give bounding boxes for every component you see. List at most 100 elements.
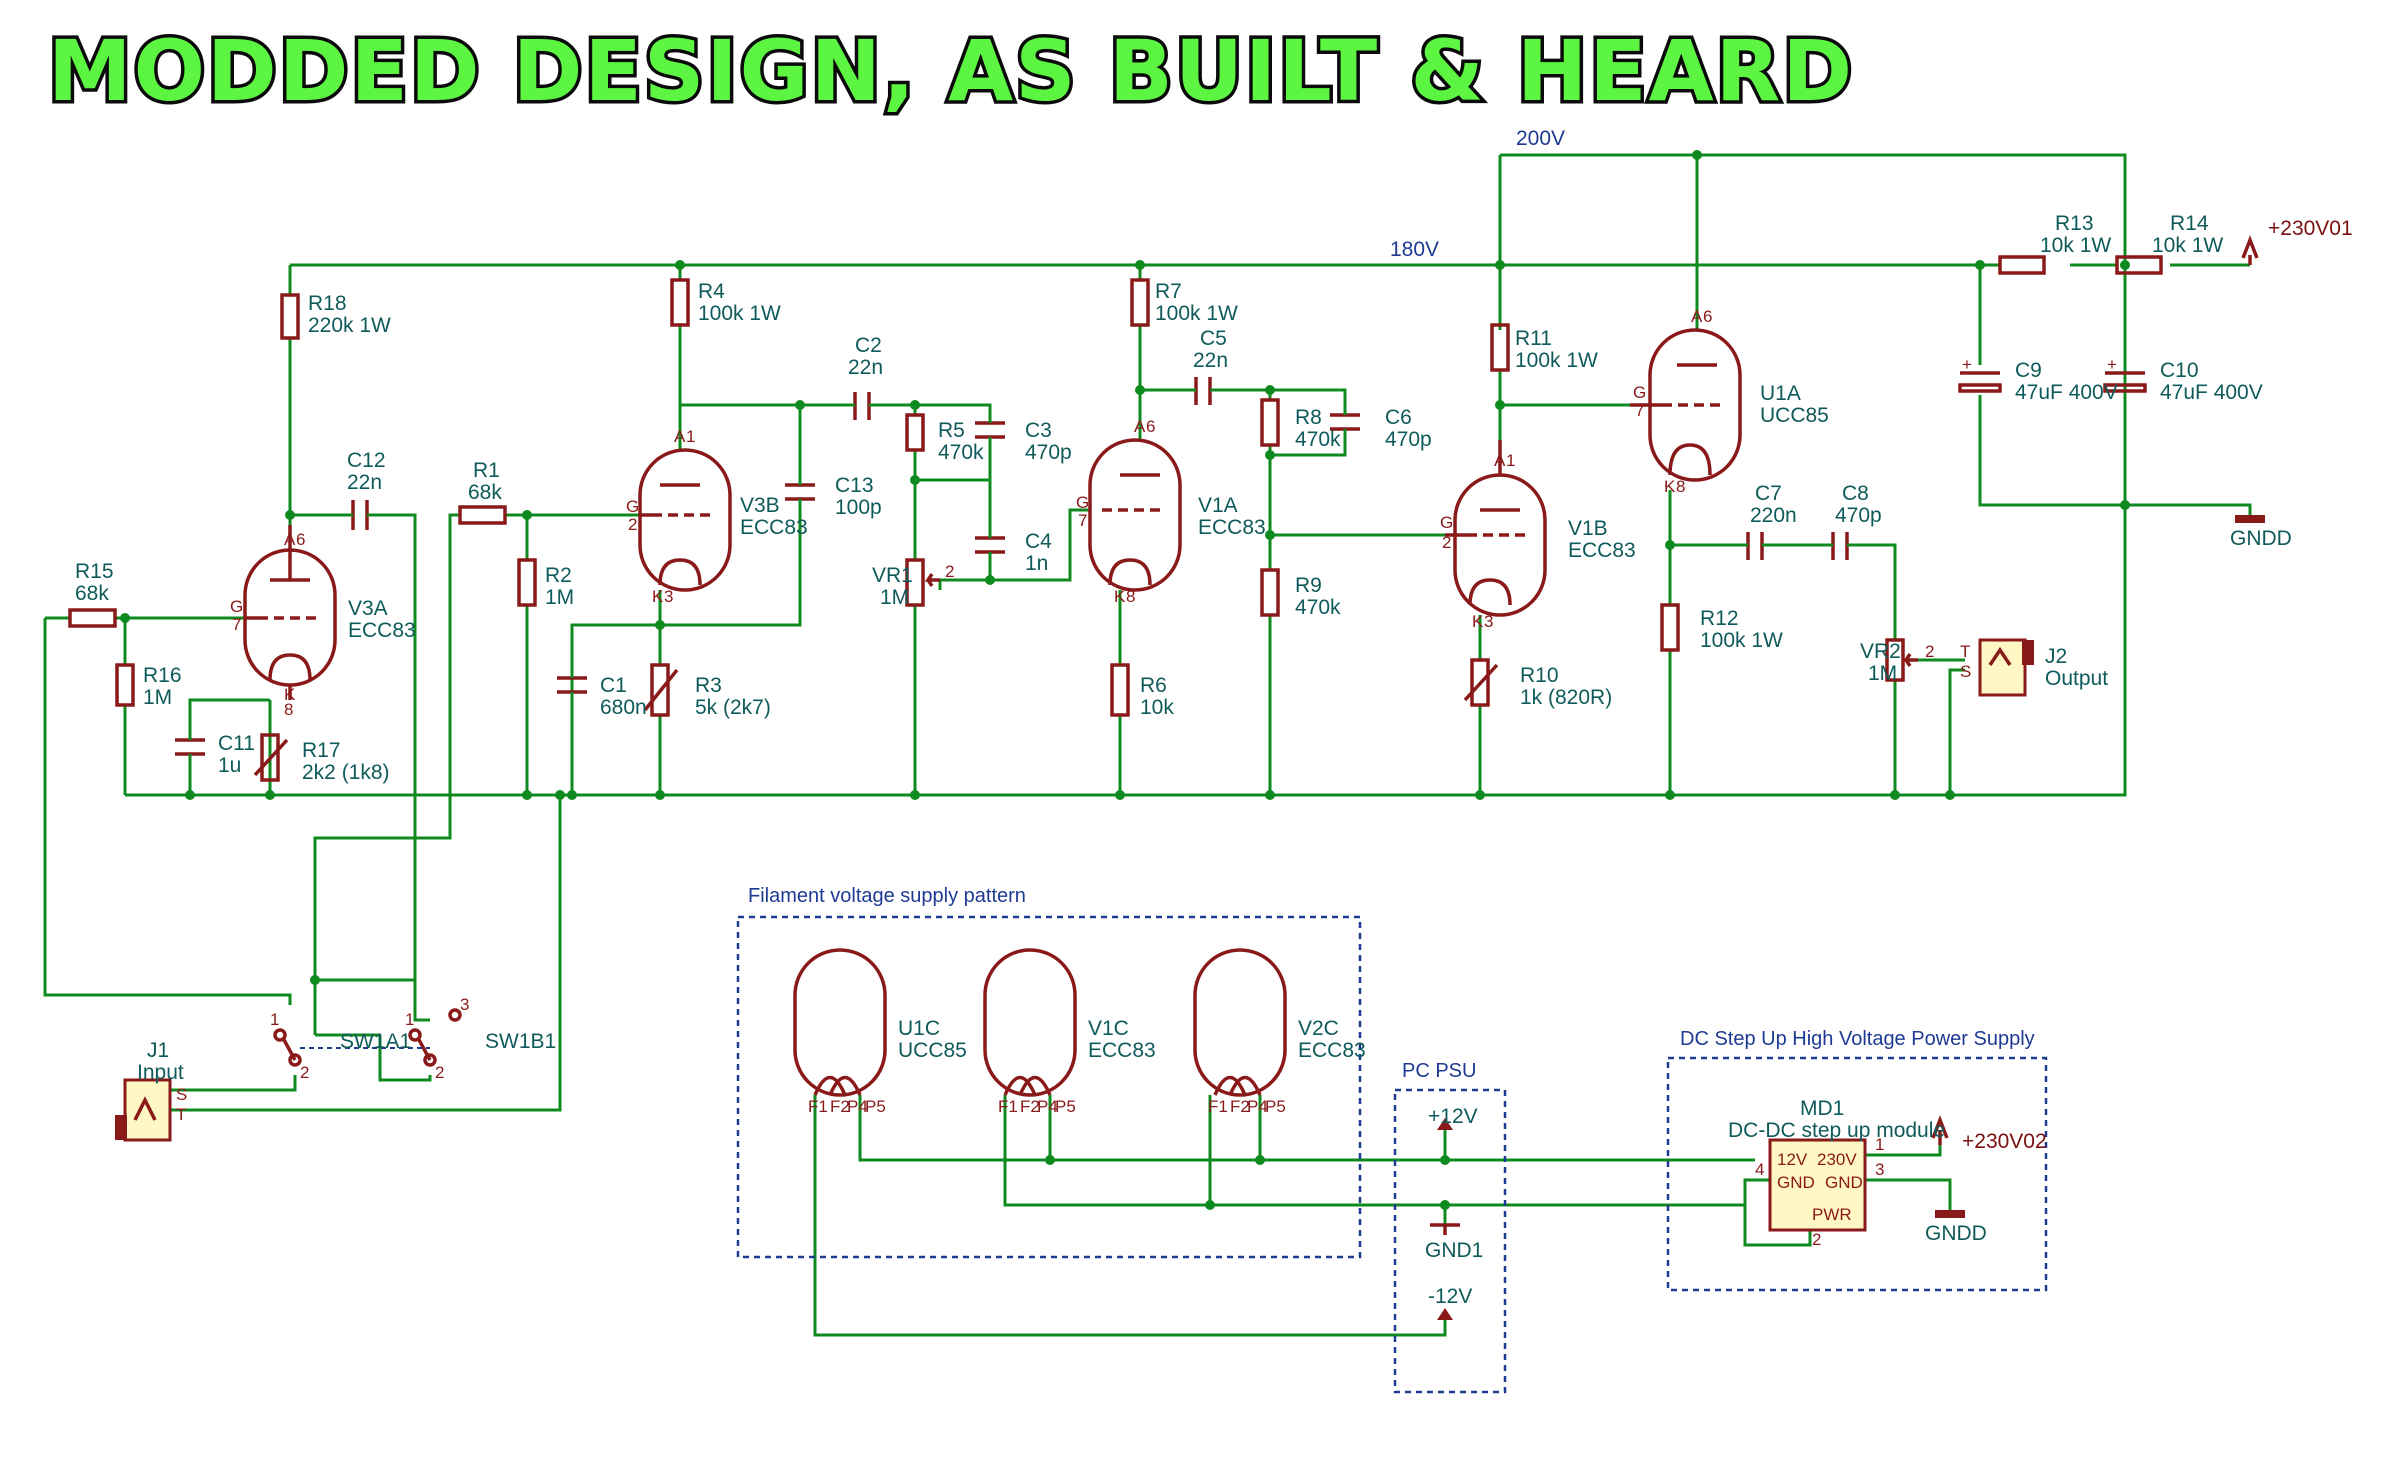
label-pins-n8: 8 — [1676, 477, 1685, 496]
label-pins-n2: 2 — [1812, 1230, 1821, 1249]
label-pins-v12: 12V — [1777, 1150, 1808, 1169]
potentiometer-VR2 — [1885, 638, 1905, 682]
label-pins-n2: 2 — [1442, 533, 1451, 552]
label-pins-n1: 1 — [686, 427, 695, 446]
label-tubes-V1B-1: ECC83 — [1568, 539, 1636, 562]
label-components-C10-1: 47uF 400V — [2160, 381, 2263, 404]
label-components-C11-1: 1u — [218, 754, 241, 777]
label-components-C2-1: 22n — [848, 356, 883, 379]
label-pins-A: A — [284, 530, 296, 549]
label-components-R1-0: R1 — [473, 459, 500, 482]
label-pins-G: G — [230, 597, 243, 616]
label-components-VR1-1: 1M — [880, 586, 909, 609]
tube-V3B — [638, 448, 732, 592]
label-boxes-filament: Filament voltage supply pattern — [748, 885, 1026, 907]
label-tubes-V3B-1: ECC83 — [740, 516, 808, 539]
tube-V1C — [983, 948, 1077, 1097]
label-pins-S: S — [176, 1085, 187, 1104]
label-components-C13-0: C13 — [835, 474, 874, 497]
label-components-R12-0: R12 — [1700, 607, 1739, 630]
label-components-R14-0: R14 — [2170, 212, 2209, 235]
label-components-R7-1: 100k 1W — [1155, 302, 1238, 325]
capacitor-C12 — [345, 500, 380, 530]
label-pins-A: A — [1134, 417, 1146, 436]
label-pins-P4: P4 — [847, 1097, 868, 1116]
label-components-C8-0: C8 — [1842, 482, 1869, 505]
label-power-m12: -12V — [1428, 1285, 1472, 1308]
resistor-R10 — [1470, 658, 1490, 707]
label-components-R18-1: 220k 1W — [308, 314, 391, 337]
label-components-R7-0: R7 — [1155, 280, 1182, 303]
label-components-R16-0: R16 — [143, 664, 182, 687]
label-components-R17-1: 2k2 (1k8) — [302, 761, 390, 784]
label-components-C10-0: C10 — [2160, 359, 2199, 382]
label-components-R5-0: R5 — [938, 419, 965, 442]
resistors — [68, 255, 2163, 782]
capacitor-C13 — [785, 480, 815, 505]
label-pins-K: K — [284, 685, 296, 704]
label-components-C7-0: C7 — [1755, 482, 1782, 505]
label-components-R17-0: R17 — [302, 739, 341, 762]
label-components-C6-1: 470p — [1385, 428, 1432, 451]
label-pins-F2: F2 — [1230, 1097, 1250, 1116]
label-components-MD1-0: MD1 — [1800, 1097, 1844, 1120]
label-components-C12-0: C12 — [347, 449, 386, 472]
label-pins-G: G — [1440, 513, 1453, 532]
label-pins-n2: 2 — [1925, 642, 1934, 661]
labels: 200V 180V +230V01 +230V02 GNDD GNDD +12V… — [75, 127, 2353, 1308]
label-pins-T: T — [1960, 642, 1970, 661]
label-power-gnd1: GND1 — [1425, 1239, 1483, 1262]
label-components-R6-0: R6 — [1140, 674, 1167, 697]
label-nets-n200: 200V — [1516, 127, 1565, 150]
label-tubes-V1A-0: V1A — [1198, 494, 1238, 517]
label-tubes-U1A-1: UCC85 — [1760, 404, 1829, 427]
label-pins-n1: 1 — [1506, 451, 1515, 470]
label-boxes-pcpsu: PC PSU — [1402, 1060, 1476, 1082]
label-tubes-V1A-1: ECC83 — [1198, 516, 1266, 539]
label-pins-A: A — [1691, 307, 1703, 326]
label-components-R8-1: 470k — [1295, 428, 1341, 451]
label-tubes-V3A-1: ECC83 — [348, 619, 416, 642]
label-pins-n8: 8 — [284, 700, 293, 719]
resistor-R4 — [670, 278, 690, 327]
label-pins-n3: 3 — [664, 587, 673, 606]
label-pins-G: G — [1076, 493, 1089, 512]
label-pins-n3: 3 — [1875, 1160, 1884, 1179]
wires — [43, 153, 2252, 1337]
label-pins-n2: 2 — [300, 1063, 309, 1082]
module-MD1 — [1768, 1138, 1867, 1232]
label-pins-n3: 3 — [460, 995, 469, 1014]
label-pins-n7: 7 — [232, 615, 241, 634]
label-components-R6-1: 10k — [1140, 696, 1174, 719]
label-components-C12-1: 22n — [347, 471, 382, 494]
capacitor-C2 — [845, 392, 880, 420]
label-pins-K: K — [652, 587, 664, 606]
label-components-J2-0: J2 — [2045, 645, 2067, 668]
tubes — [243, 328, 1742, 1097]
capacitors: + + — [175, 355, 2147, 760]
label-pins-P5: P5 — [1265, 1097, 1286, 1116]
label-nets-n180: 180V — [1390, 238, 1439, 261]
tube-V1A — [1088, 438, 1182, 592]
label-pins-n6: 6 — [1146, 417, 1155, 436]
jack-J1 — [115, 1078, 172, 1142]
label-components-SW1A: SW1A1 — [340, 1030, 411, 1053]
jack-J2 — [1978, 638, 2034, 697]
box-stepup — [1666, 1056, 2048, 1292]
label-tubes-V3B-0: V3B — [740, 494, 780, 517]
capacitor-C4 — [975, 530, 1005, 560]
label-pins-n1: 1 — [1875, 1135, 1884, 1154]
label-components-R1-1: 68k — [468, 481, 502, 504]
resistor-R15 — [68, 608, 117, 628]
capacitor-C9: + — [1958, 355, 2002, 393]
label-power-gnddA: GNDD — [2230, 527, 2292, 550]
label-pins-n2: 2 — [945, 562, 954, 581]
label-components-VR2-0: VR2 — [1860, 640, 1901, 663]
label-pins-G: G — [626, 497, 639, 516]
resistor-R6 — [1110, 663, 1130, 717]
label-components-R4-1: 100k 1W — [698, 302, 781, 325]
capacitor-C8 — [1820, 532, 1860, 560]
label-components-R14-1: 10k 1W — [2152, 234, 2223, 257]
label-pins-n1: 1 — [405, 1010, 414, 1029]
label-components-VR1-0: VR1 — [872, 564, 913, 587]
